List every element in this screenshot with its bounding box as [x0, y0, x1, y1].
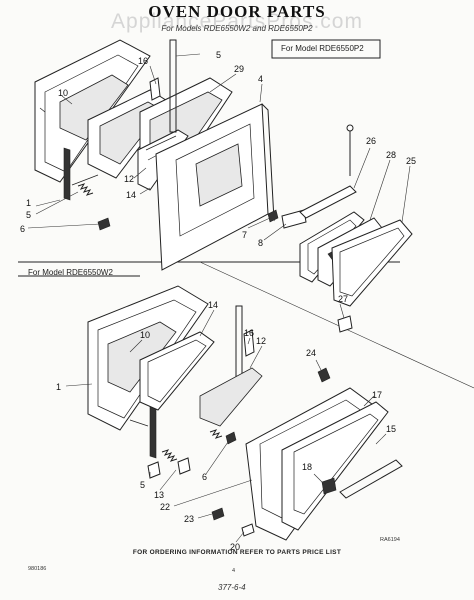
callout-13: 13: [154, 490, 164, 500]
callout-6-bottom: 6: [202, 472, 207, 482]
bottom-hinge-left: [129, 397, 157, 459]
bottom-bracket-5: [147, 457, 191, 479]
callout-18: 18: [302, 462, 312, 472]
model-p2-box: [271, 39, 381, 59]
callout-16-bottom: 16: [244, 328, 254, 338]
bottom-screw-20: [241, 523, 255, 537]
ordering-instruction: FOR ORDERING INFORMATION REFER TO PARTS …: [132, 549, 342, 556]
callout-29: 29: [234, 64, 244, 74]
callout-12-bottom: 12: [256, 336, 266, 346]
model-label-p2: For Model RDE6550P2: [281, 44, 364, 53]
top-spring: [77, 183, 94, 196]
top-rod-5: [169, 39, 177, 133]
doc-code-left: 980186: [28, 566, 47, 572]
callout-14-bottom: 14: [208, 300, 218, 310]
callout-25: 25: [406, 156, 416, 166]
bottom-screw-6: [225, 431, 237, 445]
handwritten-note: 377-6-4: [218, 583, 246, 592]
top-handle-26: [299, 124, 357, 219]
callout-28: 28: [386, 150, 396, 160]
callout-5b-top: 5: [26, 210, 31, 220]
top-trim-frame-25: [331, 219, 413, 307]
callout-20: 20: [230, 542, 240, 552]
callout-6-top: 6: [20, 224, 25, 234]
page-title: OVEN DOOR PARTS: [148, 2, 326, 21]
callout-14-top: 14: [126, 190, 136, 200]
watermark-text: AppliancePartsPros.com: [111, 10, 363, 33]
bottom-inner-glass-12: [199, 367, 263, 427]
bottom-insulation-16: [243, 329, 255, 357]
callout-26: 26: [366, 136, 376, 146]
page-number: 4: [232, 568, 236, 574]
top-outer-door-4: [155, 103, 275, 271]
callout-7: 7: [242, 230, 247, 240]
callout-5-bottom: 5: [140, 480, 145, 490]
bottom-clip-24: [317, 367, 331, 383]
callout-1-top: 1: [26, 198, 31, 208]
callout-15: 15: [386, 424, 396, 434]
top-screw-6: [97, 217, 111, 231]
callout-5-top: 5: [216, 50, 221, 60]
callout-1-bottom: 1: [56, 382, 61, 392]
callout-24: 24: [306, 348, 316, 358]
callout-27: 27: [338, 294, 348, 304]
diagonal-divider: [199, 261, 474, 389]
top-bracket-7-8: [267, 209, 307, 229]
top-hinge-left: [63, 147, 99, 201]
callout-10-bottom: 10: [140, 330, 150, 340]
bottom-spring: [161, 449, 178, 462]
callout-23: 23: [184, 514, 194, 524]
bottom-trim-frame-15: [281, 401, 403, 531]
callout-4: 4: [258, 74, 263, 84]
callout-8: 8: [258, 238, 263, 248]
page-subtitle: For Models RDE6550W2 and RDE6550P2: [161, 24, 313, 33]
bottom-clip-27: [337, 315, 353, 333]
top-insulation-16: [149, 77, 161, 101]
callout-10-top: 10: [58, 88, 68, 98]
bottom-glass-pack-14: [139, 331, 215, 411]
bottom-screw-23: [211, 507, 225, 521]
callout-12-top: 12: [124, 174, 134, 184]
callout-16-top: 16: [138, 56, 148, 66]
callout-17: 17: [372, 390, 382, 400]
model-label-w2: For Model RDE6550W2: [28, 268, 113, 277]
callout-22: 22: [160, 502, 170, 512]
bottom-handle-18: [321, 477, 337, 495]
drawing-code: RA6194: [380, 537, 400, 543]
bottom-spring-small: [209, 429, 223, 439]
